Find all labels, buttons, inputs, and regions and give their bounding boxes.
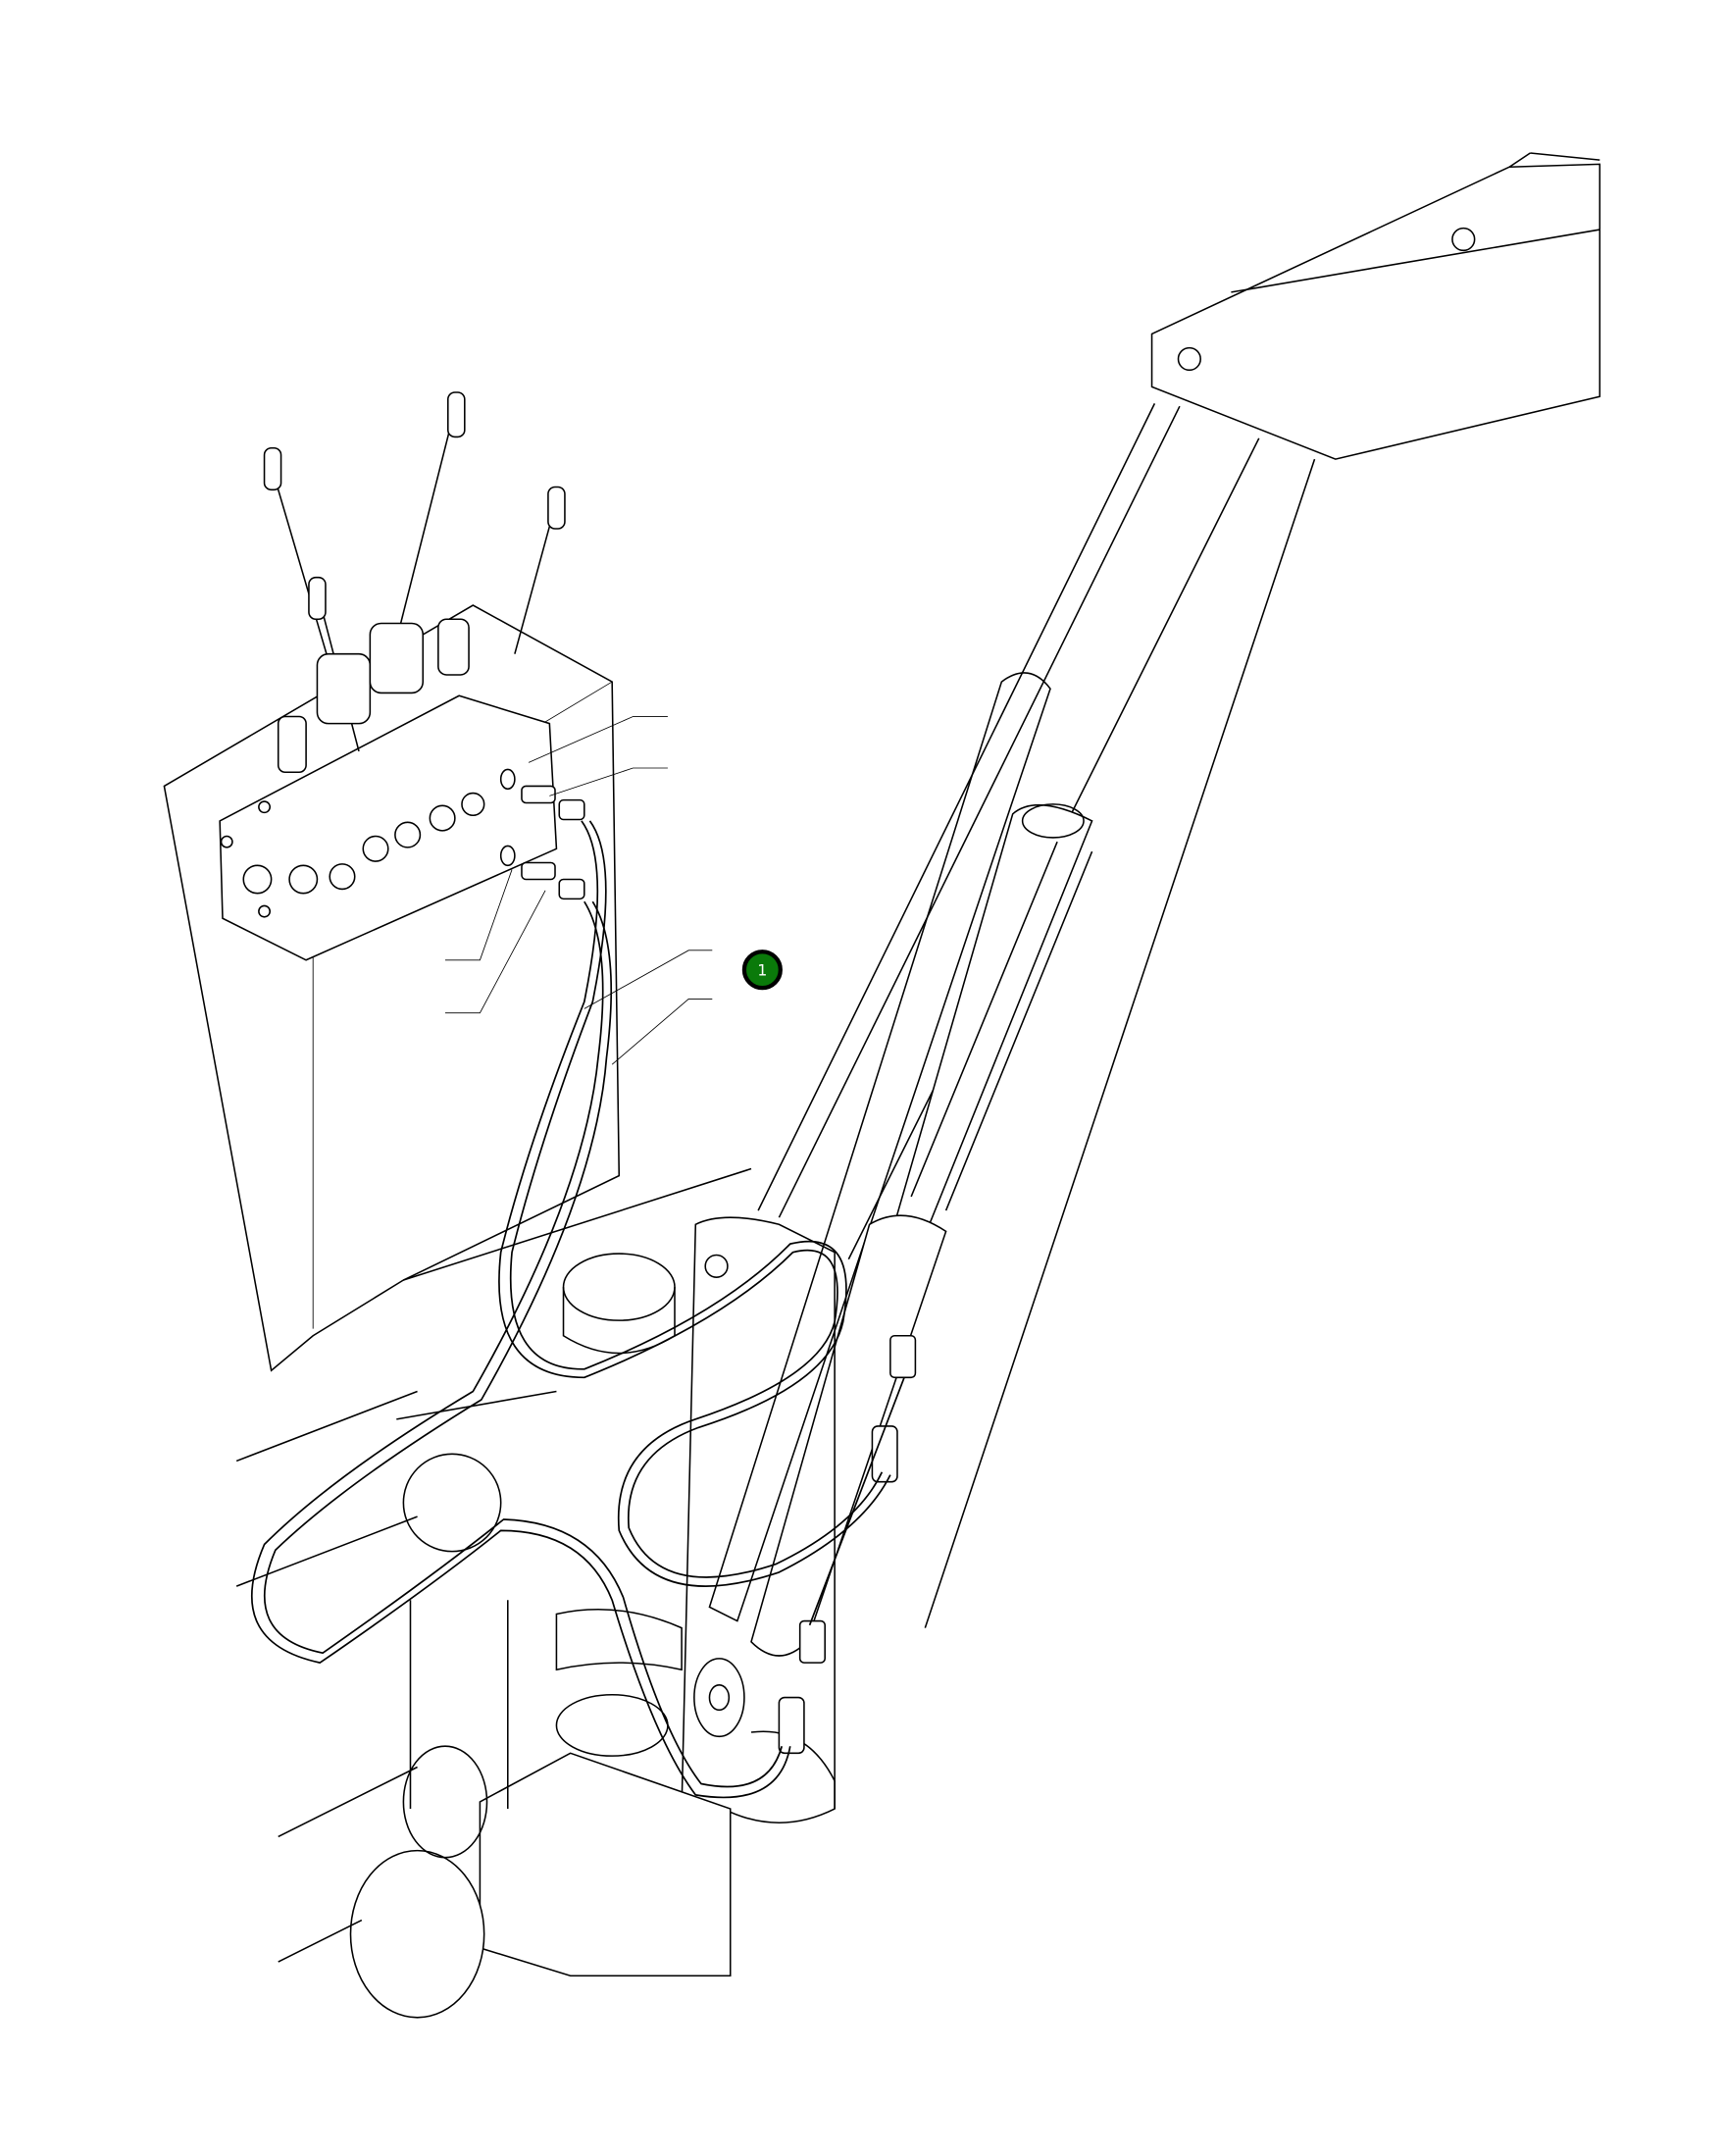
control-valve-bank: [219, 391, 917, 1755]
valve-ports: [220, 792, 485, 918]
control-levers: [263, 391, 566, 752]
leader-lines: [444, 716, 713, 1065]
valve-mounting-plate: [163, 604, 621, 1372]
callout-badge[interactable]: [741, 950, 783, 991]
callout-label: 1: [757, 961, 767, 979]
boom: [757, 152, 1601, 1628]
fittings: [499, 768, 917, 1755]
boom-cylinder: [708, 672, 1093, 1657]
hydraulic-hoses: [250, 820, 905, 1799]
swing-bracket: [235, 1167, 836, 2019]
callout-1[interactable]: 1: [741, 950, 783, 991]
